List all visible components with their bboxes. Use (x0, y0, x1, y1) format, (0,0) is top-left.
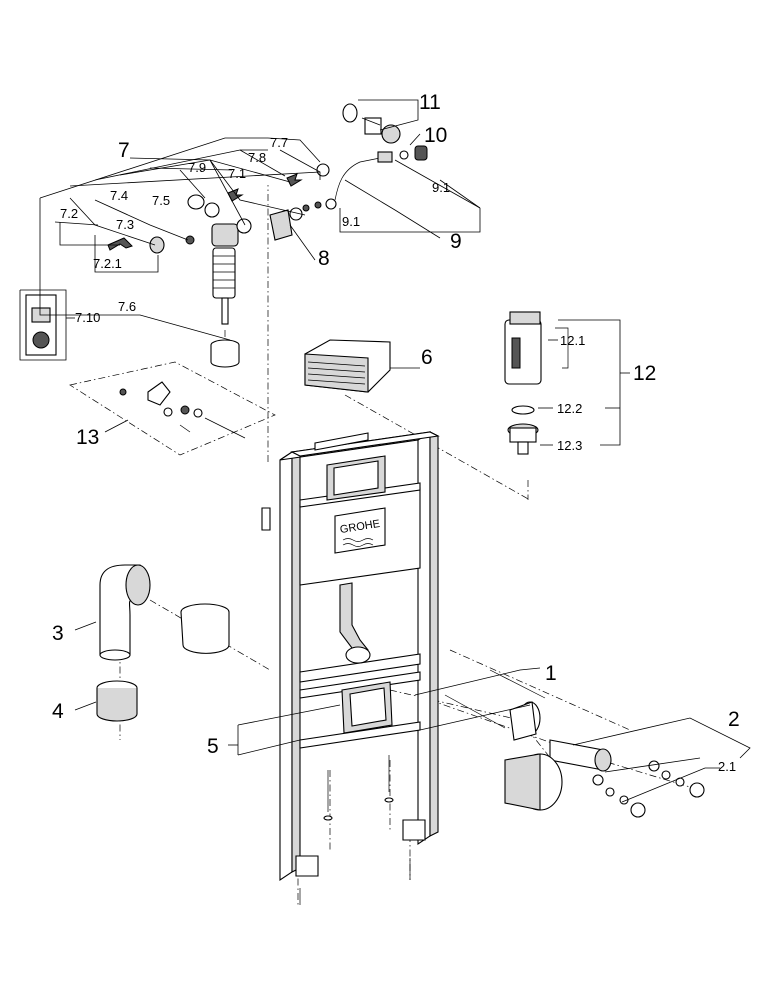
connector-parts (269, 103, 428, 241)
callout-11: 11 (419, 91, 441, 114)
callout-12-3: 12.3 (557, 438, 582, 453)
leader-lines (19, 99, 751, 803)
waste-bend-parts (96, 564, 230, 722)
callout-9-1-lower: 9.1 (342, 214, 360, 229)
callout-10: 10 (424, 124, 447, 147)
callout-3: 3 (52, 622, 64, 645)
cistern-cover-box (304, 339, 391, 393)
fill-valve-parts (25, 163, 330, 368)
callout-9: 9 (450, 230, 462, 253)
flush-valve-parts (504, 311, 569, 455)
callout-6: 6 (421, 346, 433, 369)
callout-7-2-1: 7.2.1 (93, 256, 122, 271)
callout-12-1: 12.1 (560, 333, 585, 348)
callout-8: 8 (318, 247, 330, 270)
callout-7-8: 7.8 (248, 150, 266, 165)
callout-7-7: 7.7 (270, 135, 288, 150)
callout-7-2: 7.2 (60, 206, 78, 221)
callout-7-5: 7.5 (152, 193, 170, 208)
callout-2: 2 (728, 708, 740, 731)
callout-1: 1 (545, 662, 557, 685)
callout-2-1: 2.1 (718, 759, 736, 774)
callout-12: 12 (633, 362, 656, 385)
callout-12-2: 12.2 (557, 401, 582, 416)
installation-frame: GROHE (261, 430, 440, 882)
bracket-set (119, 381, 246, 439)
callout-7-6: 7.6 (118, 299, 136, 314)
callout-4: 4 (52, 700, 64, 723)
callout-5: 5 (207, 735, 219, 758)
callout-labels: 7 7.9 7.1 7.8 7.7 7.4 7.5 7.2 7.3 7.2.1 … (52, 91, 740, 774)
callout-7-3: 7.3 (116, 217, 134, 232)
callout-7-10: 7.10 (75, 310, 100, 325)
callout-7-4: 7.4 (110, 188, 128, 203)
callout-9-1-upper: 9.1 (432, 180, 450, 195)
callout-7-9: 7.9 (188, 160, 206, 175)
callout-7: 7 (118, 139, 130, 162)
callout-13: 13 (76, 426, 99, 449)
callout-7-1: 7.1 (228, 166, 246, 181)
